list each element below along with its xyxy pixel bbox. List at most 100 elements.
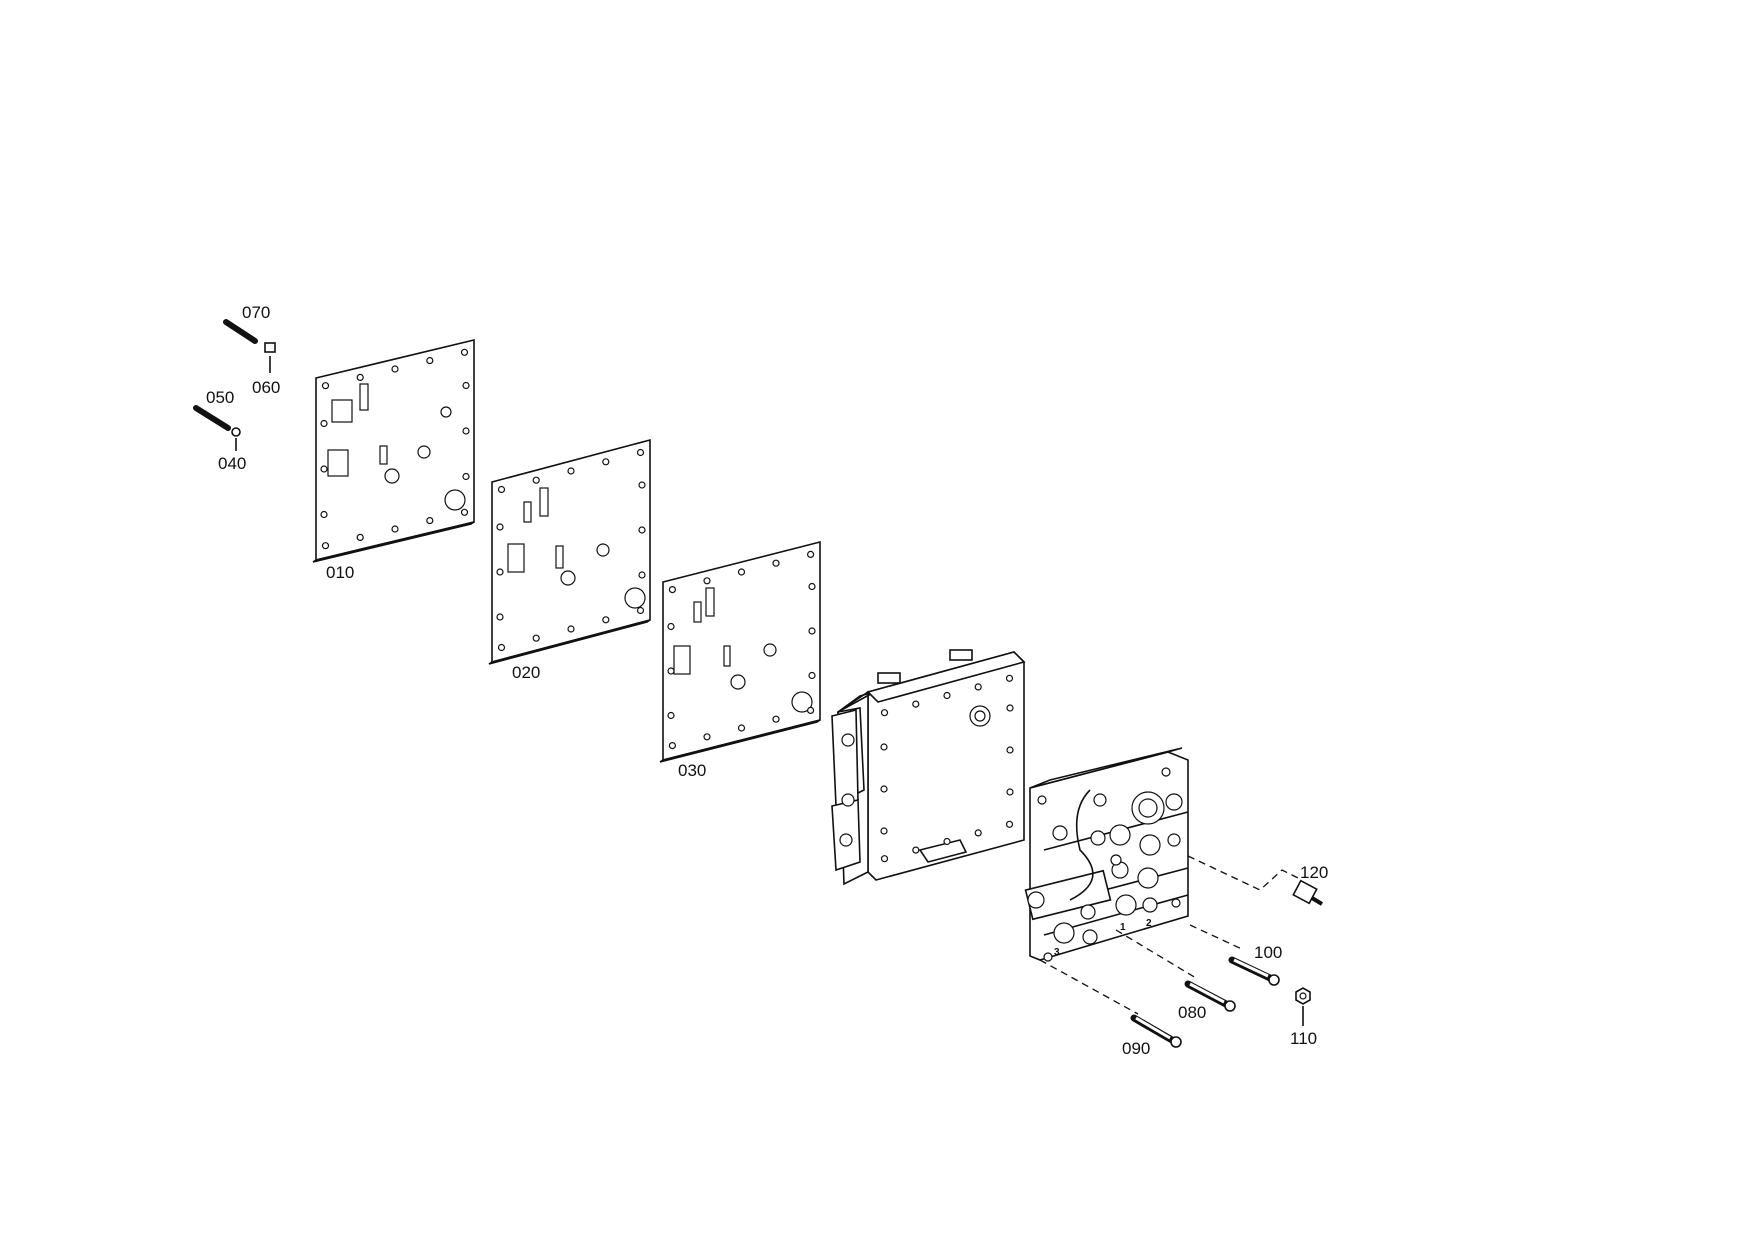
bolt-hole	[772, 715, 780, 723]
bolt-hole	[974, 829, 982, 837]
bolt-hole	[1005, 820, 1014, 828]
leader-090	[1039, 959, 1139, 1015]
port-mark-3: 3	[1054, 947, 1060, 958]
bolt-hole	[391, 365, 399, 373]
part-040-nut	[231, 427, 241, 437]
leader-100	[1189, 924, 1245, 951]
part-100-bolt	[1228, 956, 1280, 986]
bolt-hole	[1006, 746, 1014, 754]
part-110-nut	[1295, 987, 1311, 1005]
bolt-hole	[943, 691, 951, 700]
bolt-hole	[638, 481, 646, 489]
bolt-hole	[667, 667, 675, 675]
part-120-sensor	[1292, 879, 1324, 906]
bolt-hole	[772, 559, 780, 567]
bolt-hole	[602, 616, 610, 624]
callout-040: 040	[218, 454, 246, 473]
bolt-hole	[880, 855, 889, 863]
bolt-hole	[462, 427, 470, 435]
bolt-hole	[496, 613, 504, 621]
bolt-hole	[356, 533, 364, 542]
bolt-hole	[638, 571, 646, 579]
part-020-plate	[488, 438, 651, 665]
bolt-hole	[806, 706, 815, 715]
plate-010-holes	[320, 348, 470, 550]
part-060-nut	[264, 342, 276, 353]
bolt-hole	[880, 785, 888, 793]
bolt-hole	[808, 627, 816, 635]
leader-120	[1187, 855, 1299, 891]
bolt-hole	[426, 357, 434, 365]
callout-090: 090	[1122, 1039, 1150, 1058]
bolt-hole	[636, 448, 645, 457]
bolt-hole	[602, 458, 610, 466]
bolt-hole	[808, 671, 816, 680]
bolt-hole	[462, 472, 470, 481]
bolt-hole	[1006, 704, 1014, 712]
bolt-hole	[806, 550, 815, 559]
port-mark-1: 1	[1120, 922, 1126, 933]
bolt-hole	[532, 476, 540, 484]
solenoid-valve	[1024, 869, 1112, 921]
bolt-hole	[1006, 788, 1014, 796]
part-030-plate	[659, 540, 821, 763]
valve-cover-plate: 1 2 3	[1024, 747, 1189, 962]
callout-010: 010	[326, 563, 354, 582]
bolt-hole	[668, 585, 677, 594]
bolt-hole	[320, 510, 328, 519]
part-010-plate	[312, 338, 475, 563]
callout-080: 080	[1178, 1003, 1206, 1022]
bolt-hole	[880, 743, 888, 751]
bolt-hole	[320, 419, 328, 428]
callout-110: 110	[1290, 1029, 1317, 1048]
callout-020: 020	[512, 663, 540, 682]
bolt-hole	[497, 643, 506, 652]
bolt-hole	[426, 516, 434, 525]
bolt-hole	[808, 582, 816, 591]
bolt-hole	[462, 381, 470, 390]
bolt-hole	[668, 741, 677, 750]
part-090-bolt	[1130, 1014, 1182, 1048]
bolt-hole	[912, 846, 920, 854]
callout-050: 050	[206, 388, 234, 407]
bolt-hole	[460, 508, 469, 516]
bolt-hole	[496, 523, 504, 531]
bolt-hole	[532, 634, 540, 642]
bolt-hole	[703, 733, 711, 741]
callout-070: 070	[242, 303, 270, 322]
bolt-hole	[880, 709, 889, 717]
bolt-hole	[356, 373, 364, 381]
bolt-hole	[391, 525, 399, 533]
bolt-hole	[460, 348, 469, 356]
bolt-hole	[667, 622, 675, 631]
bolt-hole	[737, 568, 746, 576]
bolt-hole	[567, 625, 575, 633]
part-080-bolt	[1184, 980, 1236, 1012]
callout-060: 060	[252, 378, 280, 397]
bolt-hole	[737, 724, 746, 732]
bolt-hole	[912, 700, 920, 708]
port-mark-2: 2	[1146, 918, 1152, 929]
bolt-hole	[667, 711, 675, 720]
bolt-hole	[321, 542, 330, 550]
bolt-hole	[880, 827, 888, 835]
valve-block-holes	[880, 674, 1014, 863]
bolt-hole	[703, 577, 711, 585]
bolt-hole	[638, 526, 646, 534]
plate-020-holes	[496, 448, 646, 652]
bolt-hole	[567, 467, 575, 475]
callout-120: 120	[1300, 863, 1328, 882]
bolt-hole	[321, 382, 330, 390]
callout-100: 100	[1254, 943, 1282, 962]
bolt-hole	[320, 465, 328, 473]
bolt-hole	[943, 837, 951, 846]
part-050-bolt	[193, 405, 231, 431]
callout-030: 030	[678, 761, 706, 780]
valve-block-body	[831, 649, 1026, 886]
bolt-hole	[1005, 674, 1014, 682]
bolt-hole	[496, 568, 504, 576]
bolt-hole	[497, 485, 506, 494]
leader-080	[1115, 929, 1197, 979]
plate-030-holes	[667, 550, 816, 750]
